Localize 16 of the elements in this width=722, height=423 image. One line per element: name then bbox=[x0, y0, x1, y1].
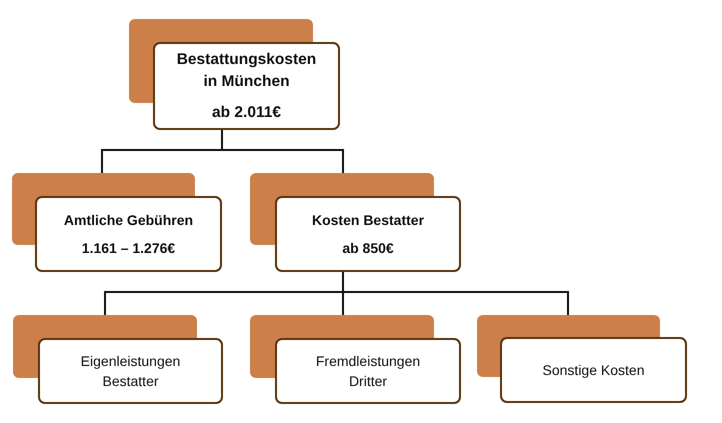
process-box bbox=[250, 315, 461, 404]
box-value: ab 850€ bbox=[342, 238, 394, 258]
box-title: Bestattungskosten in München bbox=[176, 50, 318, 92]
process-box bbox=[477, 315, 687, 403]
box-title: Kosten Bestatter bbox=[312, 210, 424, 230]
box-title: Eigenleistungen Bestatter bbox=[80, 352, 182, 391]
box-value: 1.161 – 1.276€ bbox=[82, 238, 176, 258]
process-box bbox=[12, 173, 222, 272]
box-title: Sonstige Kosten bbox=[542, 361, 644, 380]
box-title: Fremdleistungen Dritter bbox=[314, 352, 422, 391]
process-box bbox=[129, 19, 340, 130]
box-title: Amtliche Gebühren bbox=[64, 210, 194, 230]
process-box bbox=[250, 173, 461, 272]
box-value: ab 2.011€ bbox=[212, 102, 281, 122]
connector-line bbox=[342, 272, 569, 315]
process-box bbox=[13, 315, 223, 404]
